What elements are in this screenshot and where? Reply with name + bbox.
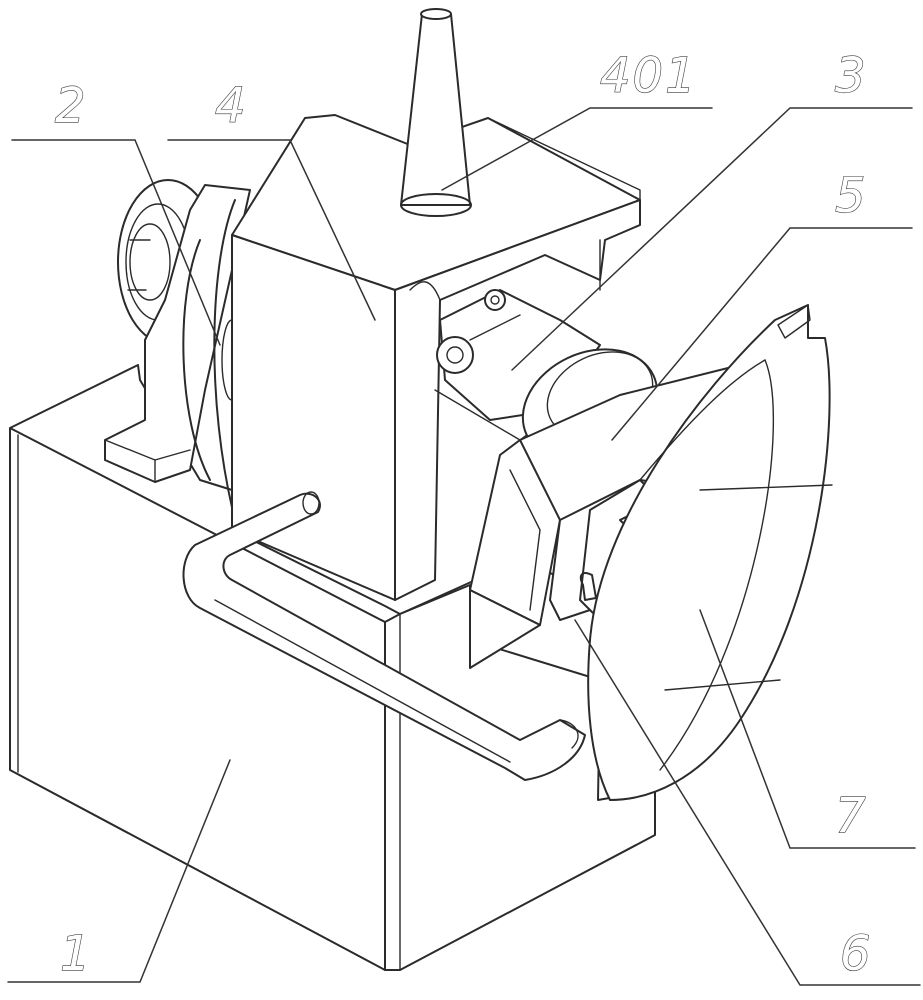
label-part-2: 2 [55, 78, 88, 134]
label-part-1: 1 [60, 926, 93, 982]
curved-shield [587, 304, 833, 801]
leader-4 [167, 139, 376, 321]
leader-1 [7, 759, 231, 983]
bearing-bracket [104, 179, 251, 521]
label-part-401: 401 [600, 48, 698, 104]
part-labels: 2 4 401 3 5 7 1 6 [54, 47, 873, 982]
leader-7 [699, 609, 916, 849]
leader-5 [611, 227, 913, 441]
label-part-7: 7 [835, 788, 868, 844]
label-part-4: 4 [215, 78, 248, 134]
handle-bar [182, 491, 586, 781]
leader-3 [511, 107, 913, 371]
cone-nozzle [400, 8, 472, 217]
motor-assembly [436, 289, 659, 462]
label-part-3: 3 [835, 48, 868, 104]
leader-401 [441, 107, 713, 191]
label-part-6: 6 [840, 926, 873, 982]
leader-2 [11, 139, 221, 346]
leader-lines [7, 107, 921, 986]
label-part-5: 5 [835, 168, 868, 224]
leader-6 [574, 619, 921, 986]
